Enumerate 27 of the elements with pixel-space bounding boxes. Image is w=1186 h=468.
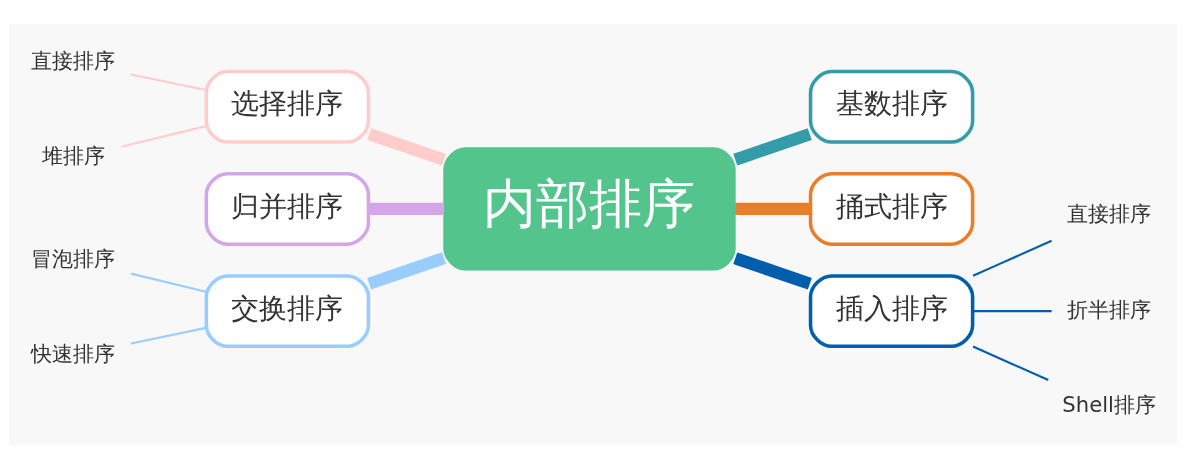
connector — [733, 251, 812, 290]
node-box: 选择排序 — [204, 69, 371, 144]
connector — [733, 127, 812, 165]
connector — [369, 202, 445, 215]
connector — [130, 326, 206, 344]
node-box: 内部排序 — [443, 146, 736, 271]
connector — [973, 309, 1052, 312]
connector — [367, 127, 447, 166]
connector — [972, 239, 1053, 277]
node-text: 折半排序 — [1067, 296, 1152, 322]
node-box: 归并排序 — [204, 171, 371, 246]
node-box: 插入排序 — [808, 273, 975, 348]
connector — [130, 272, 206, 293]
node-text: 直接排序 — [31, 47, 116, 73]
connector — [130, 72, 206, 91]
connector — [121, 124, 206, 148]
node-box: 基数排序 — [808, 69, 975, 144]
node-text: 快速排序 — [31, 340, 116, 366]
connector — [735, 202, 810, 215]
node-text: 堆排序 — [41, 142, 105, 168]
node-text: 冒泡排序 — [31, 245, 116, 270]
connector — [972, 345, 1049, 381]
node-text: 直接排序 — [1067, 200, 1152, 226]
node-text: Shell排序 — [1062, 391, 1156, 417]
node-box: 交换排序 — [204, 273, 371, 348]
node-box: 捅式排序 — [808, 171, 975, 246]
connector — [367, 251, 447, 290]
